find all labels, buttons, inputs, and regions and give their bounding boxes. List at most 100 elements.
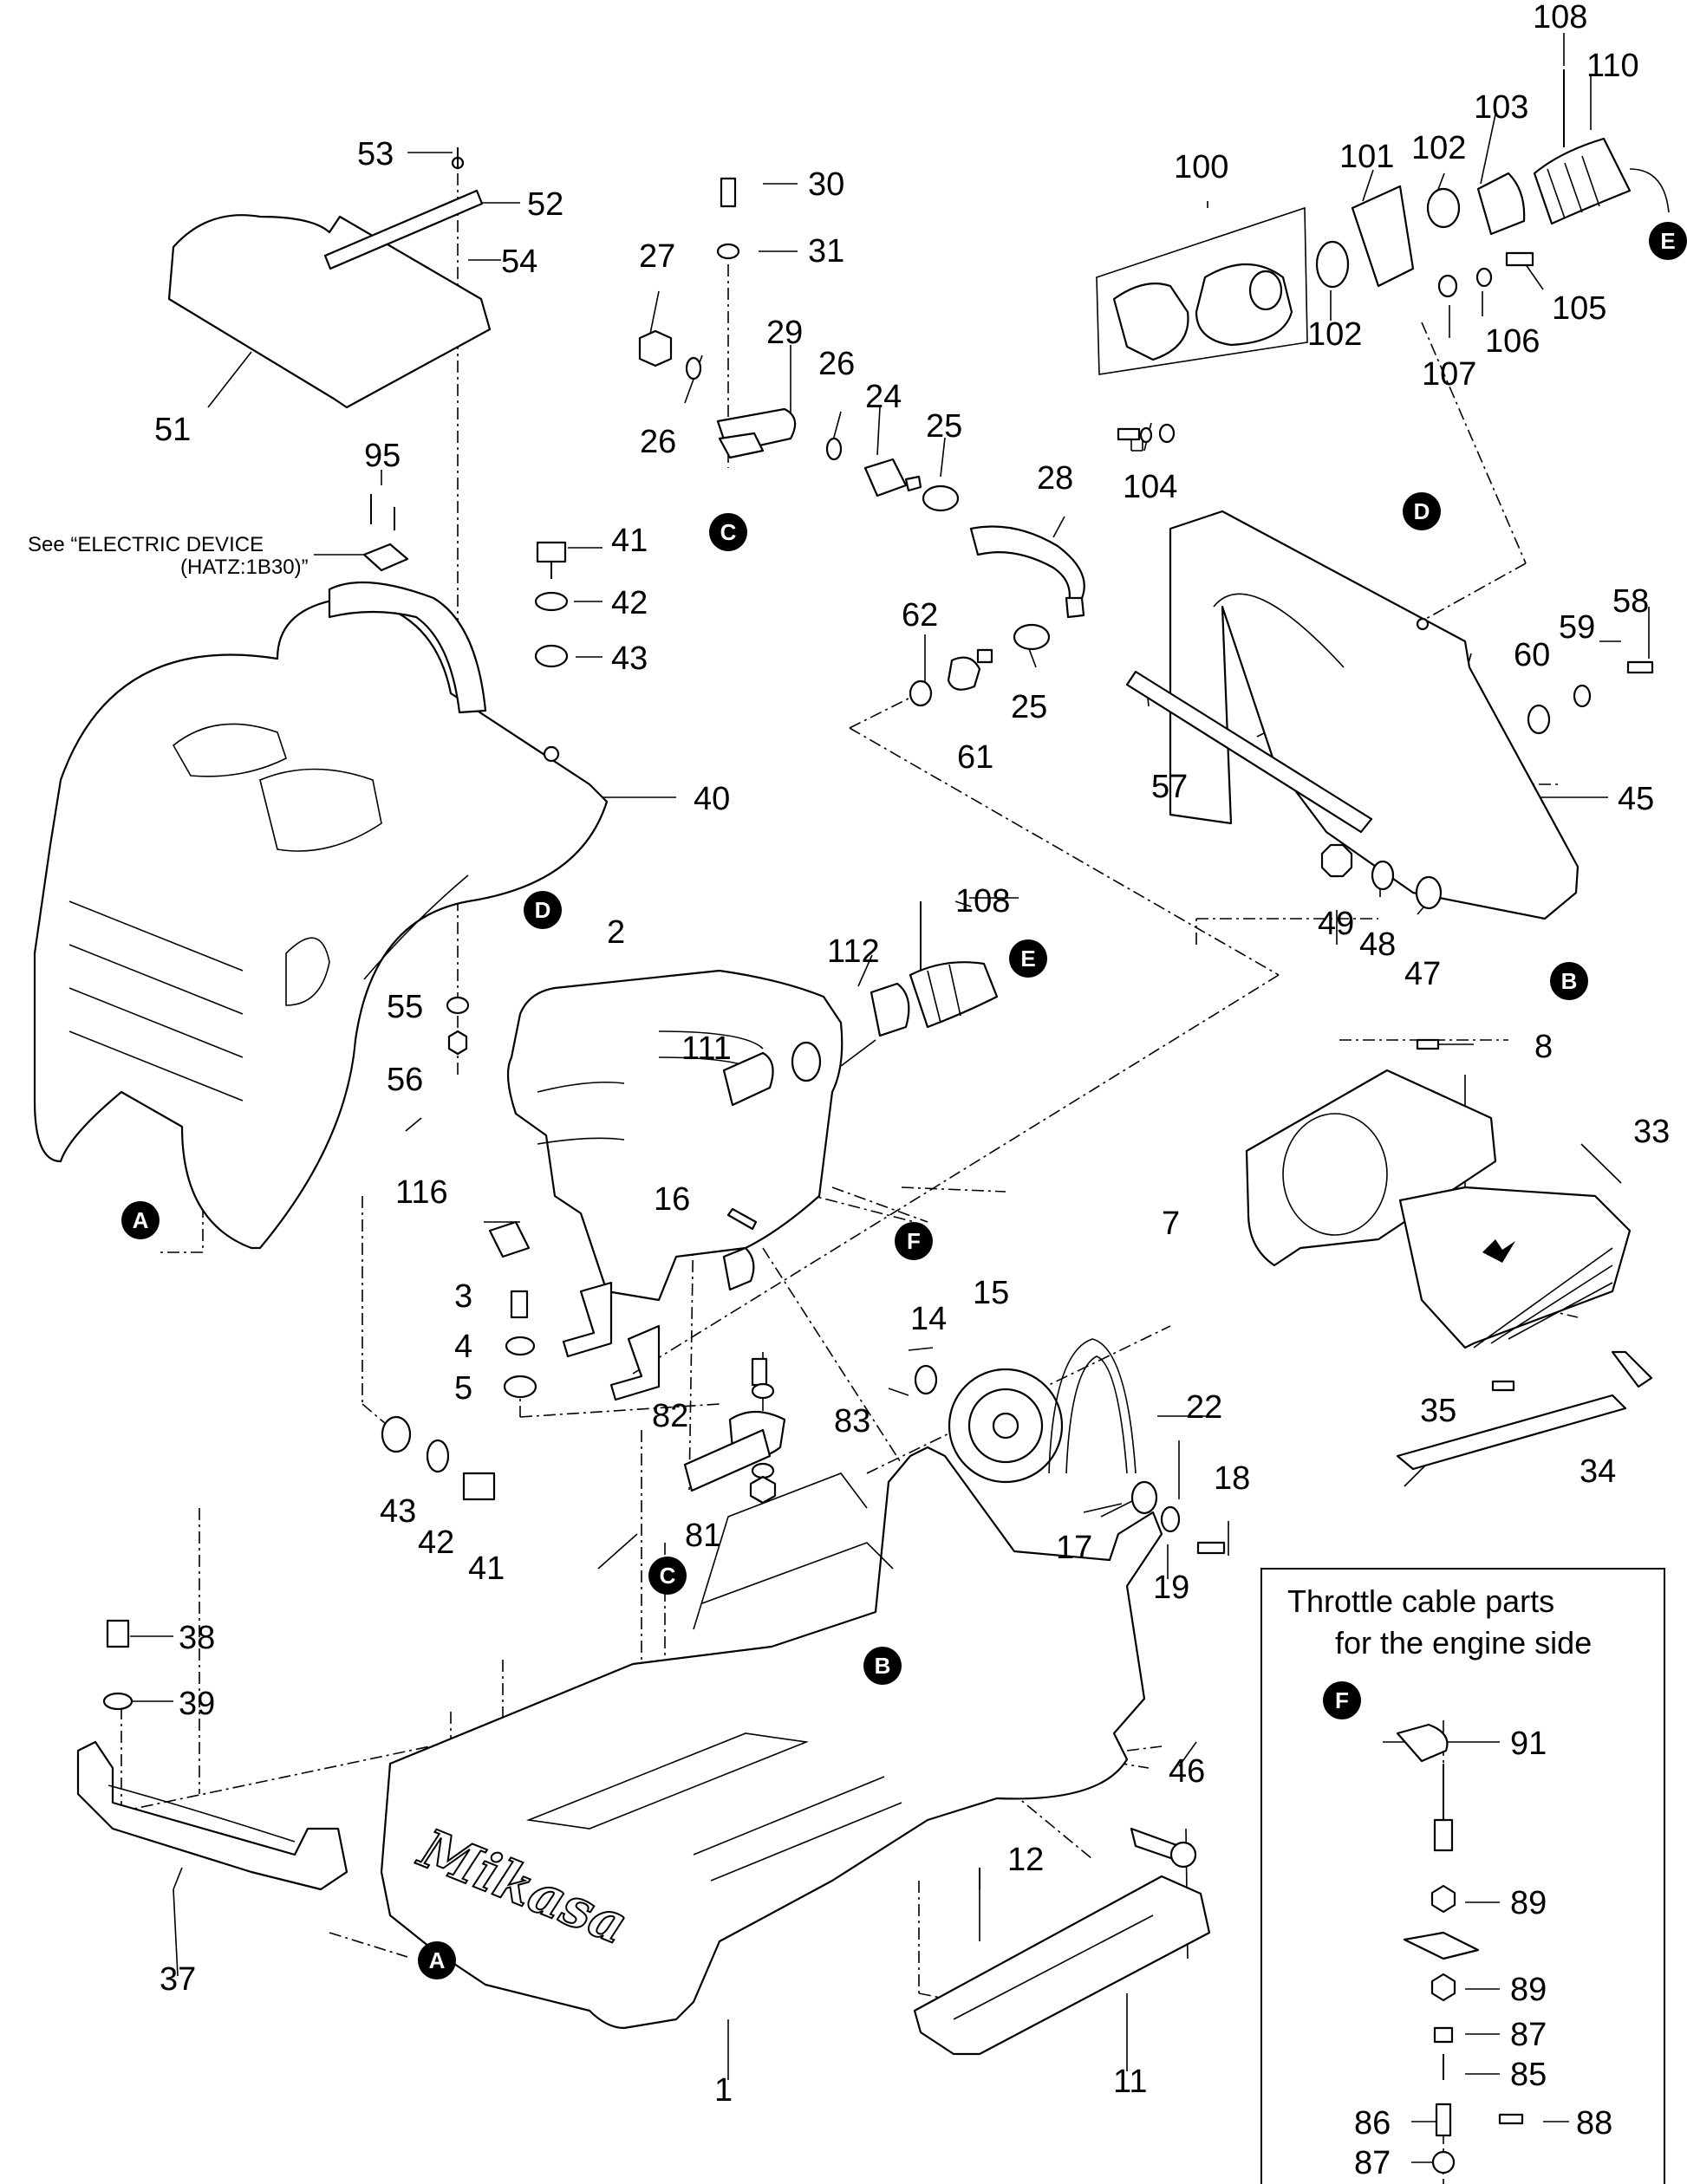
label-31: 31 — [808, 233, 844, 270]
label-91: 91 — [1510, 1726, 1547, 1762]
label-110: 110 — [1586, 48, 1639, 84]
label-24: 24 — [865, 379, 902, 415]
label-22: 22 — [1186, 1389, 1222, 1426]
ref-bubble-text: C — [660, 1563, 676, 1589]
label-56: 56 — [387, 1062, 423, 1098]
label-48: 48 — [1359, 926, 1396, 963]
ref-bubble-A: A — [418, 1941, 456, 1979]
label-3: 3 — [454, 1278, 472, 1315]
ref-bubble-text: F — [907, 1228, 921, 1254]
ref-bubble-text: E — [1020, 946, 1035, 972]
throttle-inset-box — [1260, 1568, 1665, 2184]
label-102: 102 — [1307, 316, 1362, 353]
label-112: 112 — [827, 933, 880, 970]
label-41: 41 — [468, 1550, 505, 1587]
ref-bubble-text: E — [1660, 228, 1675, 254]
label-11: 11 — [1113, 2064, 1147, 2100]
label-59: 59 — [1559, 609, 1595, 646]
label-57: 57 — [1151, 769, 1188, 805]
inset-title-line2: for the engine side — [1335, 1625, 1592, 1661]
ref-bubble-B: B — [863, 1647, 902, 1685]
label-29: 29 — [766, 315, 803, 351]
label-43: 43 — [380, 1493, 416, 1530]
label-111: 111 — [681, 1030, 732, 1067]
ref-bubble-text: A — [133, 1207, 149, 1233]
label-49: 49 — [1318, 906, 1354, 942]
label-85: 85 — [1510, 2057, 1547, 2093]
ref-bubble-B: B — [1550, 962, 1588, 1000]
label-27: 27 — [639, 238, 675, 275]
label-18: 18 — [1214, 1460, 1250, 1497]
label-55: 55 — [387, 989, 423, 1025]
label-102: 102 — [1411, 130, 1466, 166]
label-87: 87 — [1354, 2145, 1391, 2181]
label-41: 41 — [611, 523, 648, 559]
ref-bubble-C: C — [709, 513, 747, 551]
label-101: 101 — [1339, 139, 1394, 175]
label-86: 86 — [1354, 2105, 1391, 2142]
label-51: 51 — [154, 412, 191, 448]
label-89: 89 — [1510, 1972, 1547, 2008]
label-61: 61 — [957, 739, 993, 776]
label-14: 14 — [910, 1301, 947, 1337]
label-37: 37 — [160, 1961, 196, 1998]
label-39: 39 — [179, 1686, 215, 1722]
label-60: 60 — [1514, 637, 1550, 673]
label-1: 1 — [714, 2072, 733, 2109]
label-4: 4 — [454, 1329, 472, 1365]
label-25: 25 — [926, 408, 962, 445]
label-54: 54 — [501, 244, 537, 280]
part-illustrations: Mikasa — [33, 69, 1670, 2174]
label-12: 12 — [1007, 1842, 1044, 1878]
label-40: 40 — [694, 781, 730, 817]
electric-device-note-line1: See “ELECTRIC DEVICE — [28, 533, 264, 556]
label-5: 5 — [454, 1370, 472, 1407]
label-47: 47 — [1404, 956, 1441, 992]
label-53: 53 — [357, 136, 394, 172]
inset-title-line1: Throttle cable parts — [1287, 1583, 1554, 1619]
ref-bubble-text: B — [1561, 968, 1578, 994]
label-30: 30 — [808, 166, 844, 203]
label-100: 100 — [1174, 149, 1228, 185]
label-15: 15 — [973, 1275, 1009, 1311]
label-45: 45 — [1618, 781, 1654, 817]
label-104: 104 — [1123, 469, 1177, 505]
ref-bubble-C: C — [648, 1557, 687, 1595]
label-17: 17 — [1056, 1530, 1092, 1566]
ref-bubble-text: C — [720, 519, 737, 545]
label-88: 88 — [1576, 2105, 1612, 2142]
electric-device-note-line2: (HATZ:1B30)” — [180, 556, 309, 579]
label-62: 62 — [902, 597, 938, 634]
label-46: 46 — [1169, 1753, 1205, 1790]
label-105: 105 — [1552, 290, 1606, 327]
label-83: 83 — [834, 1403, 870, 1440]
label-58: 58 — [1612, 583, 1649, 620]
label-95: 95 — [364, 438, 401, 474]
label-28: 28 — [1037, 460, 1073, 497]
ref-bubble-D: D — [524, 891, 562, 929]
label-26: 26 — [640, 424, 676, 460]
label-116: 116 — [395, 1174, 448, 1211]
ref-bubble-text: D — [535, 897, 551, 923]
label-19: 19 — [1153, 1570, 1189, 1606]
label-81: 81 — [685, 1518, 721, 1554]
label-35: 35 — [1420, 1393, 1456, 1429]
part-number-labels: 108 110 103 100 101 102 102 105 106 107 … — [154, 0, 1670, 2181]
label-7: 7 — [1162, 1206, 1180, 1242]
label-33: 33 — [1633, 1114, 1670, 1150]
ref-bubble-E: E — [1649, 222, 1687, 260]
label-89: 89 — [1510, 1885, 1547, 1921]
label-8: 8 — [1534, 1029, 1553, 1065]
ref-bubble-text: F — [1335, 1687, 1349, 1713]
label-103: 103 — [1474, 89, 1528, 126]
label-38: 38 — [179, 1620, 215, 1656]
label-106: 106 — [1485, 323, 1540, 360]
label-16: 16 — [654, 1181, 690, 1218]
label-107: 107 — [1422, 356, 1476, 393]
ref-bubble-text: B — [875, 1653, 891, 1679]
label-52: 52 — [527, 186, 563, 223]
ref-bubble-A: A — [121, 1201, 160, 1239]
reference-bubbles: E C D D E B A F C B A F — [121, 222, 1687, 1979]
label-82: 82 — [652, 1398, 688, 1434]
